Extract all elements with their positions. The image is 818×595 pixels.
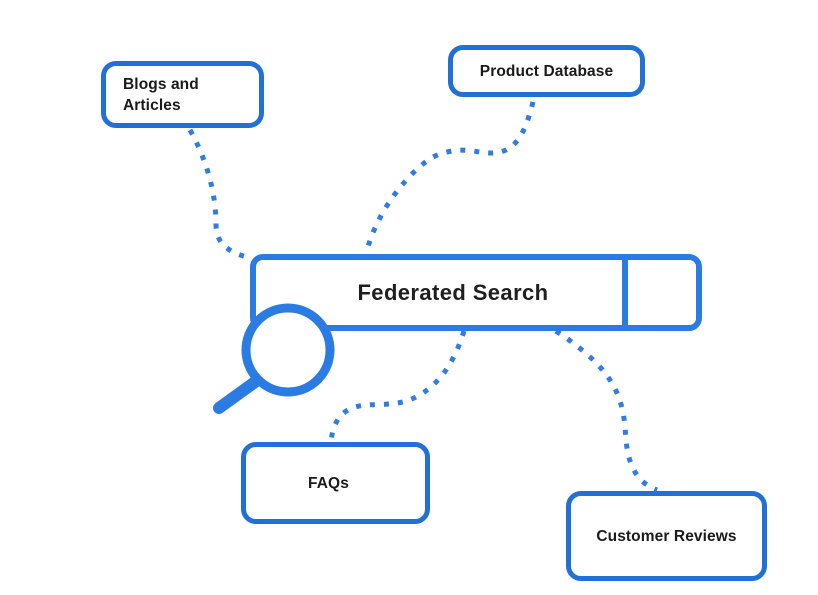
search-bar: Federated Search: [250, 254, 702, 331]
search-bar-divider: [622, 260, 628, 325]
search-button-area: [628, 260, 696, 325]
node-customer-reviews: Customer Reviews: [566, 491, 767, 581]
connector-product-database-to-search: [363, 101, 536, 255]
node-blogs-and-articles: Blogs and Articles: [101, 61, 264, 128]
connector-search-to-faqs: [328, 330, 467, 444]
search-bar-label: Federated Search: [357, 279, 549, 305]
node-product-database-label: Product Database: [479, 62, 614, 80]
node-faqs-label: FAQs: [308, 474, 349, 492]
node-product-database: Product Database: [448, 45, 645, 97]
node-faqs: FAQs: [241, 442, 430, 524]
connector-search-to-customer-reviews: [554, 328, 658, 493]
connector-blogs-to-search: [187, 128, 251, 261]
node-blogs-and-articles-label: Blogs and Articles: [123, 75, 199, 114]
node-customer-reviews-label: Customer Reviews: [596, 527, 737, 545]
